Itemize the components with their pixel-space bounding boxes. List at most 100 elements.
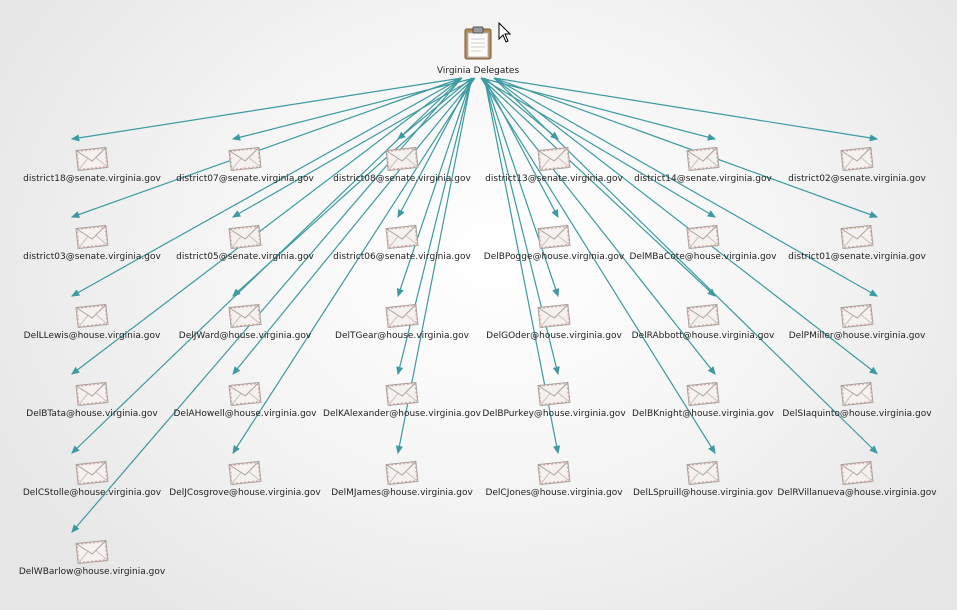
edge-line <box>396 77 473 298</box>
email-node[interactable]: DelBPogge@house.virginia.gov <box>474 223 634 262</box>
email-node[interactable]: DelLSpruill@house.virginia.gov <box>623 459 783 498</box>
email-node[interactable]: district02@senate.virginia.gov <box>777 145 937 184</box>
envelope-icon <box>75 381 109 407</box>
edge-line <box>493 77 879 297</box>
email-node[interactable]: district01@senate.virginia.gov <box>777 223 937 262</box>
email-node[interactable]: DelRVillanueva@house.virginia.gov <box>777 459 937 498</box>
email-label: DelWBarlow@house.virginia.gov <box>18 567 166 577</box>
envelope-icon <box>385 224 419 250</box>
envelope-icon <box>385 303 419 329</box>
email-label: DelJCosgrove@house.virginia.gov <box>169 488 321 498</box>
email-node[interactable]: DelJCosgrove@house.virginia.gov <box>165 459 325 498</box>
envelope-icon <box>686 224 720 250</box>
email-node[interactable]: DelBTata@house.virginia.gov <box>12 380 172 419</box>
envelope-icon <box>686 146 720 172</box>
email-node[interactable]: district05@senate.virginia.gov <box>165 223 325 262</box>
email-node[interactable]: DelCJones@house.virginia.gov <box>474 459 634 498</box>
envelope-icon <box>228 224 262 250</box>
edge-line <box>231 77 475 141</box>
email-label: DelJWard@house.virginia.gov <box>178 331 312 341</box>
envelope-icon <box>840 460 874 486</box>
email-label: DelSIaquinto@house.virginia.gov <box>782 409 932 419</box>
email-label: district02@senate.virginia.gov <box>788 174 926 184</box>
email-label: DelAHowell@house.virginia.gov <box>173 409 317 419</box>
email-node[interactable]: DelTGear@house.virginia.gov <box>322 302 482 341</box>
edge-line <box>484 77 559 140</box>
email-label: district14@senate.virginia.gov <box>634 174 772 184</box>
email-label: DelCJones@house.virginia.gov <box>485 488 623 498</box>
edge-line <box>480 77 717 141</box>
email-node[interactable]: district06@senate.virginia.gov <box>322 223 482 262</box>
email-label: district03@senate.virginia.gov <box>23 252 161 262</box>
email-label: DelKAlexander@house.virginia.gov <box>323 409 481 419</box>
email-label: DelGOder@house.virginia.gov <box>486 331 622 341</box>
email-label: district13@senate.virginia.gov <box>485 174 623 184</box>
envelope-icon <box>75 460 109 486</box>
email-node[interactable]: DelJWard@house.virginia.gov <box>165 302 325 341</box>
email-node[interactable]: DelCStolle@house.virginia.gov <box>12 459 172 498</box>
envelope-icon <box>686 460 720 486</box>
email-label: DelRVillanueva@house.virginia.gov <box>777 488 937 498</box>
email-label: DelCStolle@house.virginia.gov <box>22 488 162 498</box>
email-node[interactable]: DelGOder@house.virginia.gov <box>474 302 634 341</box>
envelope-icon <box>537 146 571 172</box>
envelope-icon <box>385 460 419 486</box>
email-label: district08@senate.virginia.gov <box>333 174 471 184</box>
envelope-icon <box>228 460 262 486</box>
envelope-icon <box>228 303 262 329</box>
email-node[interactable]: district14@senate.virginia.gov <box>623 145 783 184</box>
envelope-icon <box>686 303 720 329</box>
email-label: DelMBaCote@house.virginia.gov <box>629 252 777 262</box>
edge-line <box>70 77 462 142</box>
email-node[interactable]: DelKAlexander@house.virginia.gov <box>322 380 482 419</box>
email-node[interactable]: district13@senate.virginia.gov <box>474 145 634 184</box>
email-node[interactable]: district08@senate.virginia.gov <box>322 145 482 184</box>
edge-line <box>483 77 560 298</box>
email-node[interactable]: DelLLewis@house.virginia.gov <box>12 302 172 341</box>
email-label: DelBPurkey@house.virginia.gov <box>482 409 626 419</box>
root-label: Virginia Delegates <box>436 66 520 76</box>
email-label: district18@senate.virginia.gov <box>23 174 161 184</box>
envelope-icon <box>537 224 571 250</box>
edge-line <box>493 77 879 142</box>
email-label: district01@senate.virginia.gov <box>788 252 926 262</box>
email-node[interactable]: DelWBarlow@house.virginia.gov <box>12 538 172 577</box>
envelope-icon <box>537 303 571 329</box>
email-node[interactable]: DelPMiller@house.virginia.gov <box>777 302 937 341</box>
mouse-cursor-icon <box>498 22 512 43</box>
edge-line <box>397 77 472 140</box>
email-node[interactable]: district03@senate.virginia.gov <box>12 223 172 262</box>
email-node[interactable]: DelSIaquinto@house.virginia.gov <box>777 380 937 419</box>
envelope-icon <box>75 224 109 250</box>
email-node[interactable]: district18@senate.virginia.gov <box>12 145 172 184</box>
email-label: district05@senate.virginia.gov <box>176 252 314 262</box>
email-node[interactable]: district07@senate.virginia.gov <box>165 145 325 184</box>
envelope-icon <box>75 303 109 329</box>
email-label: DelMJames@house.virginia.gov <box>331 488 473 498</box>
root-node-virginia-delegates[interactable]: Virginia Delegates <box>418 26 538 76</box>
email-label: DelLSpruill@house.virginia.gov <box>632 488 774 498</box>
envelope-icon <box>75 539 109 565</box>
email-label: DelPMiller@house.virginia.gov <box>788 331 926 341</box>
email-node[interactable]: DelMJames@house.virginia.gov <box>322 459 482 498</box>
envelope-icon <box>385 146 419 172</box>
envelope-icon <box>228 146 262 172</box>
email-node[interactable]: DelAHowell@house.virginia.gov <box>165 380 325 419</box>
email-node[interactable]: DelBKnight@house.virginia.gov <box>623 380 783 419</box>
email-node[interactable]: DelMBaCote@house.virginia.gov <box>623 223 783 262</box>
email-label: DelBKnight@house.virginia.gov <box>632 409 774 419</box>
email-label: district07@senate.virginia.gov <box>176 174 314 184</box>
edge-line <box>480 77 716 297</box>
email-node[interactable]: DelBPurkey@house.virginia.gov <box>474 380 634 419</box>
envelope-icon <box>75 146 109 172</box>
email-label: district06@senate.virginia.gov <box>333 252 471 262</box>
envelope-icon <box>840 224 874 250</box>
email-label: DelRAbbott@house.virginia.gov <box>631 331 775 341</box>
envelope-icon <box>686 381 720 407</box>
email-label: DelTGear@house.virginia.gov <box>335 331 469 341</box>
envelope-icon <box>840 381 874 407</box>
envelope-icon <box>537 381 571 407</box>
edge-line <box>232 77 476 297</box>
email-node[interactable]: DelRAbbott@house.virginia.gov <box>623 302 783 341</box>
envelope-icon <box>840 303 874 329</box>
